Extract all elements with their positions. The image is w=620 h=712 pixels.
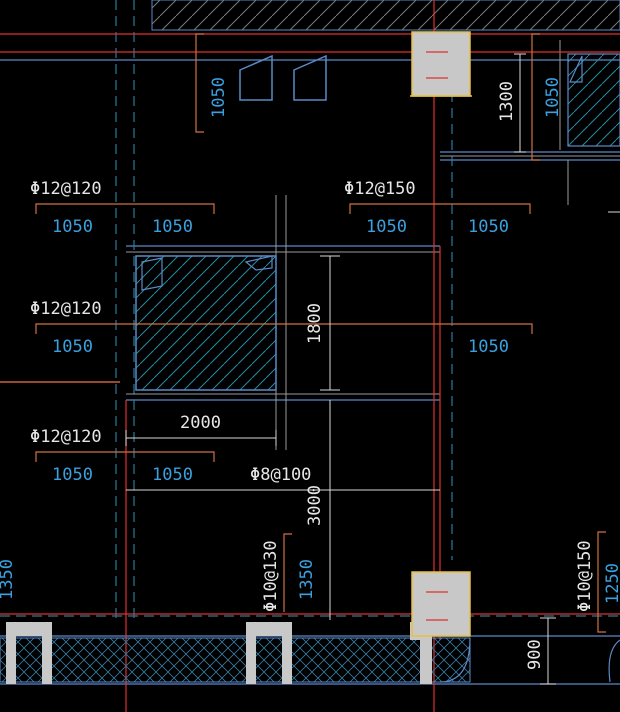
dim-label-1350-col: 1350 — [297, 559, 317, 600]
room-hatch — [135, 255, 277, 391]
rebar-label-mid-left: Φ12@120 — [30, 299, 102, 319]
dim-label-1050-g: 1050 — [52, 465, 93, 485]
pier-blocks — [6, 622, 432, 684]
top-slab-hatch — [151, 0, 620, 31]
column-bottom — [411, 571, 471, 637]
dim-label-1050-a: 1050 — [52, 217, 93, 237]
rebar-label-low-left: Φ12@120 — [30, 427, 102, 447]
dim-label-1050-f: 1050 — [468, 337, 509, 357]
dim-label-2000: 2000 — [180, 413, 221, 433]
dimension-labels: 1050 1050 1050 1050 1050 1050 1050 1050 … — [0, 77, 620, 604]
dim-label-1250-right: 1250 — [603, 563, 620, 604]
dimension-lines — [125, 53, 620, 685]
dim-label-1050-e: 1050 — [52, 337, 93, 357]
dim-label-1050-vert-top: 1050 — [209, 77, 229, 118]
rebar-lines — [0, 33, 606, 633]
dim-label-1050-h: 1050 — [152, 465, 193, 485]
dim-label-1050-vert-right: 1050 — [543, 77, 563, 118]
rebar-label-top-right: Φ12@150 — [344, 179, 416, 199]
dim-label-1350-left: 1350 — [0, 559, 17, 600]
column-top — [410, 31, 472, 97]
right-hatch — [567, 53, 620, 147]
dim-label-900: 900 — [525, 639, 545, 670]
dim-label-3000: 3000 — [305, 485, 325, 526]
dashed-lines — [0, 0, 620, 620]
dim-label-1800: 1800 — [305, 303, 325, 344]
window-symbols — [239, 54, 327, 101]
dim-label-1050-b: 1050 — [152, 217, 193, 237]
dim-label-1300: 1300 — [497, 81, 517, 122]
rebar-label-dist: Φ8@100 — [250, 465, 311, 485]
rebar-label-top-left: Φ12@120 — [30, 179, 102, 199]
rebar-label-vert-right: Φ10@150 — [575, 540, 595, 612]
rebar-labels: Φ12@120 Φ12@150 Φ12@120 Φ12@120 Φ8@100 2… — [30, 81, 595, 670]
dim-label-1050-d: 1050 — [468, 217, 509, 237]
bottom-wall-band — [0, 637, 620, 683]
wall-lines — [0, 59, 620, 685]
rebar-label-vert-col: Φ10@130 — [261, 540, 281, 612]
dim-label-1050-c: 1050 — [366, 217, 407, 237]
